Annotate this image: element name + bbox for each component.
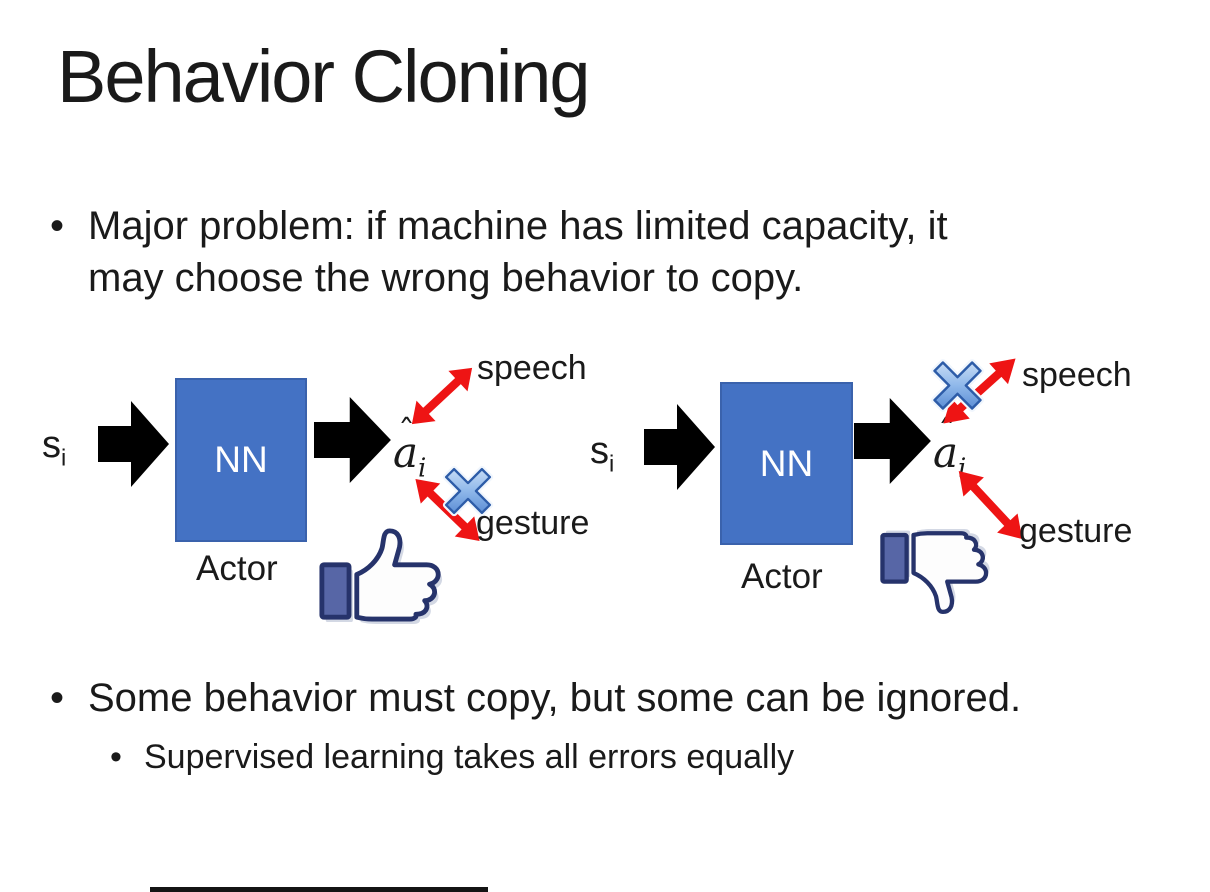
left-nn-box: NN — [175, 378, 307, 542]
right-input-flow-arrow-icon — [644, 404, 715, 490]
right-speech-label: speech — [1022, 356, 1132, 394]
left-gesture-label: gesture — [476, 504, 590, 542]
cutoff-content-line — [150, 887, 488, 892]
right-nn-label: NN — [759, 442, 814, 484]
slide-title: Behavior Cloning — [57, 35, 591, 118]
right-reject-cross-icon — [926, 354, 989, 417]
bullet-text: Major problem: if machine has limited ca… — [88, 200, 948, 304]
left-output-flow-arrow-icon — [314, 397, 391, 483]
bullet-marker: • — [110, 738, 122, 776]
bullet-major-problem: • Major problem: if machine has limited … — [50, 200, 948, 304]
bullet-some-behavior: • Some behavior must copy, but some can … — [50, 672, 1021, 724]
bullet-line: Some behavior must copy, but some can be… — [88, 676, 1022, 720]
left-speech-branch-arrow-icon — [402, 357, 482, 435]
bullet-supervised-learning: • Supervised learning takes all errors e… — [110, 735, 794, 779]
left-input-flow-arrow-icon — [98, 401, 169, 487]
bullet-marker: • — [50, 204, 65, 248]
right-nn-box: NN — [720, 382, 853, 545]
left-input-state-label: si — [42, 424, 67, 471]
left-nn-label: NN — [214, 439, 268, 480]
right-output-flow-arrow-icon — [854, 398, 931, 484]
thumbs-down-icon — [879, 528, 993, 618]
bullet-line-2: may choose the wrong behavior to copy. — [88, 256, 804, 300]
bullet-marker: • — [50, 676, 65, 720]
right-gesture-label: gesture — [1019, 512, 1133, 550]
left-actor-caption: Actor — [196, 549, 278, 588]
right-actor-caption: Actor — [741, 557, 823, 596]
right-input-state-label: si — [590, 430, 615, 477]
bullet-line-1: Major problem: if machine has limited ca… — [88, 204, 948, 248]
thumbs-up-icon — [318, 524, 446, 625]
bullet-line: Supervised learning takes all errors equ… — [144, 738, 795, 776]
left-speech-label: speech — [477, 349, 587, 387]
left-reject-cross-icon — [438, 461, 498, 521]
